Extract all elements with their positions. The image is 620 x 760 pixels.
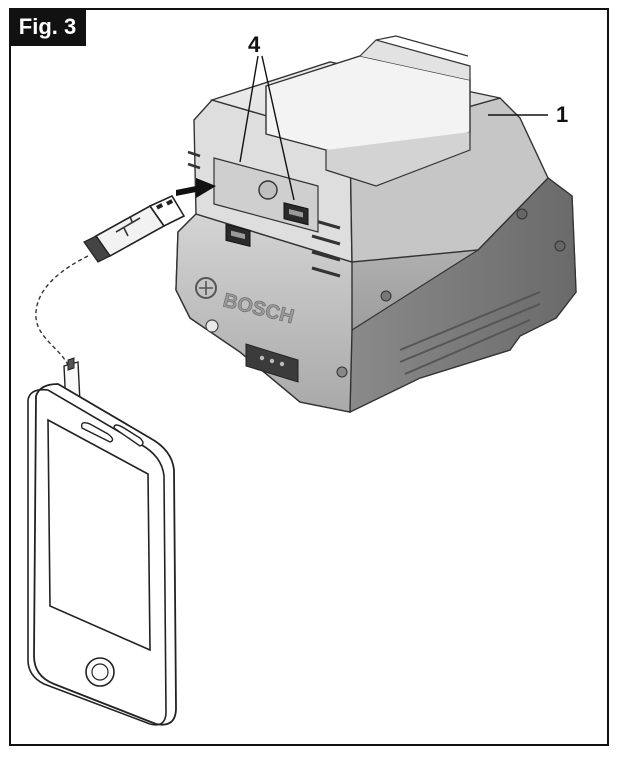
callout-label-1: 1	[556, 102, 568, 127]
figure-label: Fig. 3	[9, 8, 86, 46]
insert-arrow-icon	[176, 178, 216, 198]
bosch-logo-icon	[195, 277, 217, 299]
smartphone	[27, 357, 177, 726]
phone-screen	[47, 418, 151, 652]
usb-port-left	[225, 223, 251, 247]
usb-port-right	[283, 202, 309, 226]
callout-4: 4	[239, 32, 295, 201]
usb-symbol-icon	[115, 215, 141, 237]
usb-cable	[35, 255, 89, 371]
callout-label-4: 4	[248, 32, 261, 57]
phone-speaker	[80, 421, 114, 443]
callout-1: 1	[488, 102, 568, 127]
usb-plug	[83, 194, 186, 263]
usb-charger-adapter: BOSCH	[175, 35, 577, 413]
